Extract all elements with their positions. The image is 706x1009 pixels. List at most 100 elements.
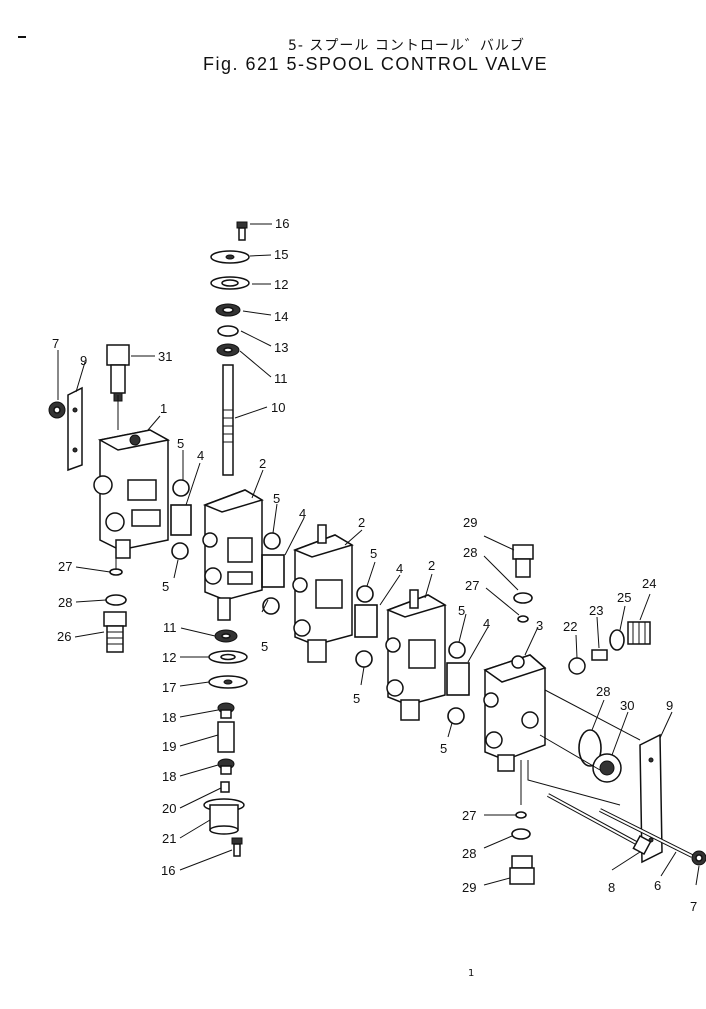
leader-lines [57,223,700,886]
label-5-a: 5 [177,436,184,451]
part-nut-7-left [48,401,66,419]
label-15: 15 [274,247,288,262]
part-oring-28-right [578,729,602,767]
part-nut-7-right [691,850,706,866]
label-29-top: 29 [463,515,477,530]
label-28-top: 28 [463,545,477,560]
part-gasket-4-d [446,662,470,696]
label-10: 10 [271,400,285,415]
label-16-top: 16 [275,216,289,231]
part-stopper-20 [220,781,230,793]
part-body-1 [93,429,171,559]
part-washer-14 [215,303,241,317]
label-5-c: 5 [370,546,377,561]
label-2-b: 2 [358,515,365,530]
label-5-a2: 5 [162,579,169,594]
part-seal-11-bottom [214,629,238,643]
part-body-2a [202,489,264,621]
part-plug-29-top [512,544,534,578]
part-oring-27-top [517,615,529,623]
label-24: 24 [642,576,656,591]
label-21: 21 [162,831,176,846]
part-plug-29-bottom [509,855,535,885]
label-17: 17 [162,680,176,695]
label-16-bottom: 16 [161,863,175,878]
label-4-b: 4 [299,506,306,521]
label-27-top: 27 [465,578,479,593]
part-plate-15 [210,250,250,264]
label-4-d: 4 [483,616,490,631]
part-oring-27-bottom [515,811,527,819]
part-ring-13 [217,325,239,337]
part-relief-31 [106,344,130,402]
label-13: 13 [274,340,288,355]
label-2-c: 2 [428,558,435,573]
part-gasket-4-c [354,604,378,638]
part-oring-5-c2 [355,650,373,668]
label-19: 19 [162,739,176,754]
label-23: 23 [589,603,603,618]
part-bolt-top [236,221,248,241]
part-bracket-9-right [639,733,663,864]
part-oring-25 [609,629,625,651]
label-7-right: 7 [690,899,697,914]
label-18-lower: 18 [162,769,176,784]
part-oring-28-left [105,594,127,606]
part-seal-11-top [216,343,240,357]
label-27-bottom: 27 [462,808,476,823]
page-mark: 1 [468,968,475,979]
label-28-bottom: 28 [462,846,476,861]
label-4-c: 4 [396,561,403,576]
part-oring-28-bottom [511,828,531,840]
part-tie-bolt-8 [547,793,652,856]
part-body-3 [483,654,547,772]
label-25: 25 [617,590,631,605]
label-9-left: 9 [80,353,87,368]
title-japanese: 5- スプール コントロール゛バルブ [288,38,525,54]
label-3: 3 [536,618,543,633]
part-ball-22 [568,657,586,675]
label-5-c2: 5 [353,691,360,706]
part-body-2c [385,589,447,721]
label-5-b: 5 [273,491,280,506]
label-31: 31 [158,349,172,364]
label-12-bottom: 12 [162,650,176,665]
label-11-top: 11 [274,371,288,386]
label-5-d1: 5 [458,603,465,618]
part-bracket-9-left [67,386,83,472]
part-oring-5-b2 [262,597,280,615]
label-27-left: 27 [58,559,72,574]
part-oring-5-a1 [172,479,190,497]
part-gasket-4-a [170,504,192,536]
label-5-b2: 5 [261,639,268,654]
part-bolt-bottom [231,837,243,857]
part-oring-5-d2 [447,707,465,725]
part-plug-30 [592,753,622,783]
label-8: 8 [608,880,615,895]
part-seat-18-upper [217,702,235,719]
label-12-top: 12 [274,277,288,292]
page-title: Fig. 621 5-SPOOL CONTROL VALVE [203,54,549,74]
label-2-a: 2 [259,456,266,471]
assembly-lines [115,395,641,806]
label-28-left: 28 [58,595,72,610]
part-oring-5-c1 [356,585,374,603]
part-oring-5-b1 [263,532,281,550]
part-oring-28-top [513,592,533,604]
label-29-bottom: 29 [462,880,476,895]
part-oring-5-a2 [171,542,189,560]
label-20: 20 [162,801,176,816]
label-28-right: 28 [596,684,610,699]
part-spring-19 [217,721,235,753]
label-14: 14 [274,309,288,324]
label-7-left: 7 [52,336,59,351]
part-spring-23 [591,649,608,661]
part-plate-17 [208,675,248,689]
part-gasket-12 [210,276,250,290]
part-plug-26 [103,611,127,653]
part-gasket-12-bottom [208,650,248,664]
label-5-d2: 5 [440,741,447,756]
label-22: 22 [563,619,577,634]
part-oring-5-d1 [448,641,466,659]
